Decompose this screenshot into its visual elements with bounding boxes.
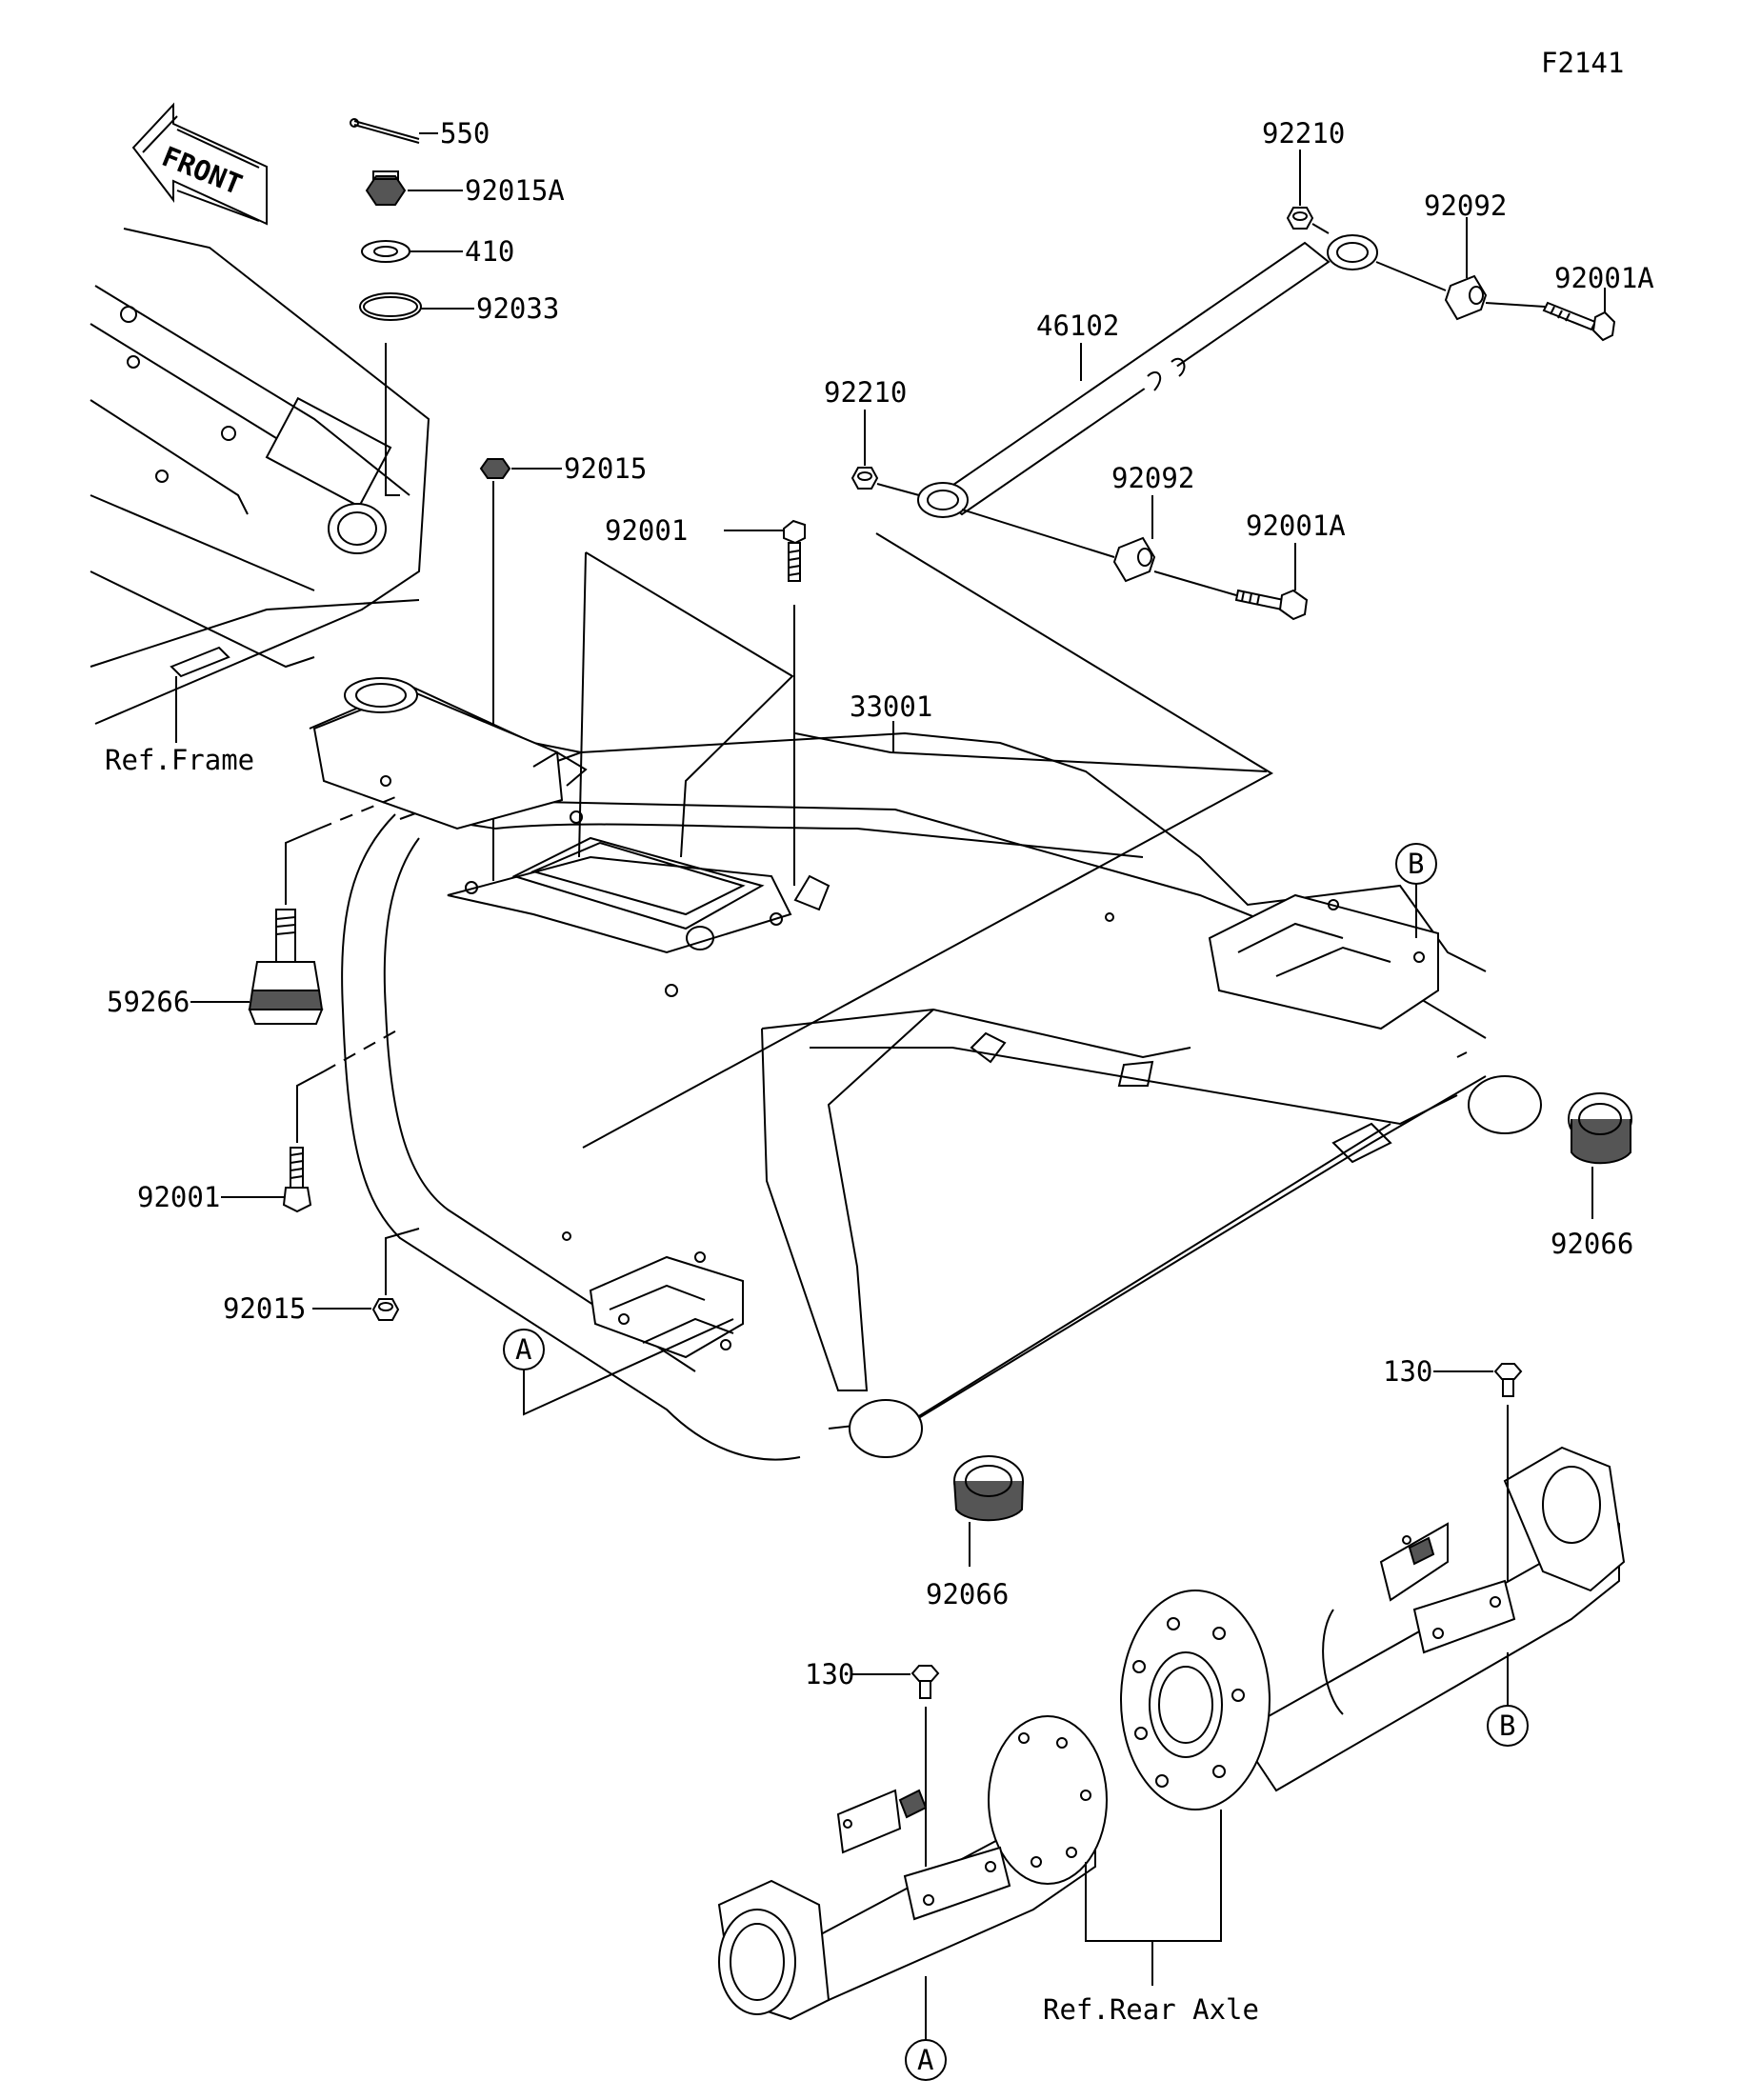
part-92210-top: 92210 (1262, 117, 1345, 150)
cotter-pin-550-icon (350, 118, 420, 144)
bushing-92092-mid-icon (1112, 536, 1156, 583)
rear-axle-left (717, 1715, 1108, 2021)
part-92092-mid: 92092 (1111, 462, 1194, 494)
callout-b-bottom: B (1487, 1705, 1529, 1747)
nut-92210-top-icon (1286, 207, 1314, 230)
svg-text:A: A (917, 2044, 933, 2076)
part-410: 410 (465, 235, 514, 268)
cap-92066-bottom-icon (953, 1455, 1024, 1522)
part-92210-mid: 92210 (824, 376, 907, 409)
washer-410-icon (361, 240, 410, 263)
nut-92015-left-icon (371, 1298, 400, 1321)
part-92015-top: 92015 (564, 452, 647, 485)
bolt-130-left-icon (911, 1665, 940, 1699)
ref-frame-label: Ref.Frame (105, 744, 254, 776)
svg-text:B: B (1408, 848, 1424, 880)
part-130-left: 130 (805, 1658, 854, 1690)
svg-text:A: A (515, 1333, 531, 1366)
nut-92210-mid-icon (850, 467, 879, 490)
bolt-92001A-top-icon (1542, 301, 1616, 342)
bolt-92001-left-icon (282, 1147, 312, 1213)
bolt-92001-icon (783, 519, 806, 582)
ball-joint-59266-icon (248, 909, 324, 1025)
part-92001-top: 92001 (605, 514, 688, 547)
bolt-130-right-icon (1493, 1363, 1523, 1397)
part-92066-bottom: 92066 (926, 1578, 1009, 1610)
arm-46102 (917, 234, 1378, 518)
part-92001A-top: 92001A (1554, 262, 1654, 294)
nut-92015-icon (479, 458, 511, 479)
part-92001-left: 92001 (137, 1181, 220, 1213)
ref-frame-drawing (90, 228, 430, 743)
part-92033: 92033 (476, 292, 559, 325)
part-130-right: 130 (1383, 1355, 1432, 1388)
part-92015-left: 92015 (223, 1292, 306, 1325)
front-arrow-icon: FRONT (131, 102, 268, 226)
swingarm-frame-33001 (309, 677, 1542, 1461)
bushing-92092-top-icon (1444, 274, 1488, 321)
castle-nut-92015A-icon (365, 170, 407, 206)
part-92066-right: 92066 (1551, 1228, 1633, 1260)
bolt-92001A-mid-icon (1234, 589, 1309, 621)
part-59266: 59266 (107, 986, 190, 1018)
part-550: 550 (440, 117, 490, 150)
callout-a-bottom: A (905, 2039, 947, 2081)
part-92001A-mid: 92001A (1246, 510, 1346, 542)
ref-rear-axle-label: Ref.Rear Axle (1043, 1993, 1259, 2026)
callout-a-top: A (503, 1329, 545, 1370)
part-92092-top: 92092 (1424, 190, 1507, 222)
circlip-92033-icon (359, 292, 422, 321)
part-92015A: 92015A (465, 174, 565, 207)
wheel-hub-flange (1120, 1590, 1271, 1810)
diagram-code: F2141 (1541, 47, 1624, 79)
callout-b-top: B (1395, 843, 1437, 885)
cap-92066-right-icon (1568, 1092, 1632, 1165)
rear-axle-right (1236, 1446, 1626, 1792)
svg-text:B: B (1499, 1710, 1515, 1742)
part-46102: 46102 (1036, 310, 1119, 342)
part-33001: 33001 (850, 690, 932, 723)
